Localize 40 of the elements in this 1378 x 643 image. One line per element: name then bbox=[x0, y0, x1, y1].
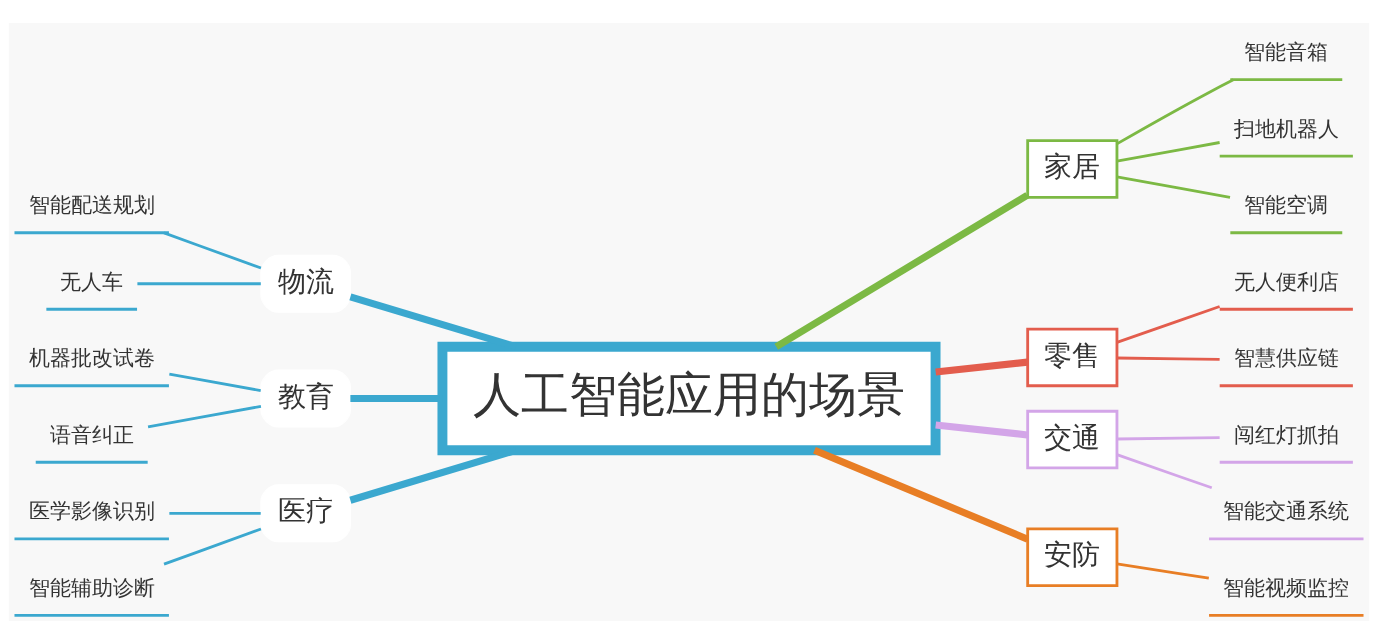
node-text: 智慧供应链 bbox=[1233, 344, 1339, 370]
connector bbox=[1116, 140, 1220, 162]
connector bbox=[1116, 304, 1221, 344]
node-text: 智能空调 bbox=[1244, 191, 1329, 217]
connector bbox=[147, 404, 262, 428]
connector bbox=[137, 281, 261, 285]
connector bbox=[813, 446, 1029, 542]
connector bbox=[1116, 435, 1220, 440]
node-box: 物流 bbox=[260, 254, 352, 313]
connector bbox=[1116, 174, 1231, 199]
node-text: 语音纠正 bbox=[49, 421, 134, 447]
node-text: 智能音箱 bbox=[1244, 38, 1329, 64]
node-box: 医疗 bbox=[260, 483, 352, 542]
connector bbox=[1116, 356, 1220, 361]
node-text: 无人便利店 bbox=[1233, 268, 1339, 294]
node-text: 扫地机器人 bbox=[1233, 115, 1339, 141]
node-text: 闯红灯抓拍 bbox=[1233, 421, 1339, 447]
node-box: 交通 bbox=[1026, 409, 1119, 469]
node-text: 智能视频监控 bbox=[1223, 574, 1350, 600]
node-box: 教育 bbox=[260, 368, 352, 428]
connector bbox=[935, 358, 1028, 376]
connector bbox=[163, 231, 262, 269]
node-text: 智能交通系统 bbox=[1223, 497, 1350, 523]
node-text: 智能辅助诊断 bbox=[28, 574, 155, 600]
connector bbox=[169, 511, 261, 515]
node-text: 医学影像识别 bbox=[28, 497, 155, 523]
connector bbox=[774, 191, 1030, 350]
node-text: 无人车 bbox=[60, 268, 124, 294]
connector bbox=[169, 372, 261, 392]
connector bbox=[163, 527, 262, 565]
connector bbox=[935, 421, 1028, 438]
node-box: 安防 bbox=[1026, 526, 1119, 587]
node-text: 智能配送规划 bbox=[28, 191, 155, 217]
node-box: 零售 bbox=[1026, 327, 1119, 387]
connector bbox=[1116, 78, 1234, 145]
node-box: 人工智能应用的场景 bbox=[437, 341, 941, 455]
node-box: 家居 bbox=[1026, 138, 1119, 199]
connector bbox=[1116, 452, 1213, 489]
connector bbox=[1116, 562, 1210, 579]
node-text: 机器批改试卷 bbox=[28, 344, 155, 370]
